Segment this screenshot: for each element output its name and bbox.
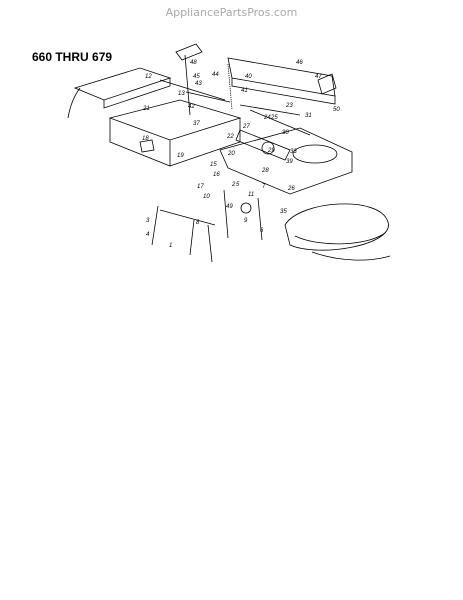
left-top-plate [73, 67, 172, 101]
part-label: 37 [193, 121, 200, 127]
model-range-title: 660 THRU 679 [32, 50, 113, 64]
part-label: 18 [142, 136, 149, 142]
rod-39 [239, 104, 301, 116]
part-label: 17 [197, 184, 204, 190]
watermark: AppliancePartsPros.com [165, 6, 298, 19]
part-label: 28 [261, 168, 269, 174]
part-label: 25 [270, 115, 278, 121]
part-label: 12 [145, 74, 152, 80]
steering-column [184, 54, 191, 116]
part-label: 11 [248, 192, 254, 198]
part-label: 44 [212, 72, 219, 78]
part-label: 19 [177, 153, 184, 159]
part-label: 30 [282, 130, 289, 136]
part-label: 29 [267, 148, 275, 154]
deck-cable [311, 251, 391, 261]
frame-opening [292, 144, 338, 164]
part-label: 48 [190, 60, 197, 66]
part-label: 45 [193, 74, 200, 80]
shift-lever [223, 189, 229, 239]
deck-belt [294, 231, 387, 245]
part-label: 13 [178, 91, 185, 97]
center-bracket [235, 129, 291, 161]
top-right-panel-edge [231, 78, 336, 105]
bracket-18 [139, 139, 155, 153]
part-label: 21 [142, 106, 150, 112]
part-label: 49 [226, 204, 233, 210]
part-label: 22 [226, 134, 234, 140]
part-label: 27 [242, 124, 250, 130]
part-label: 39 [286, 159, 293, 165]
brake-rod [159, 209, 216, 226]
part-label: 20 [227, 151, 235, 157]
part-label: 8 [196, 220, 200, 226]
part-label: 16 [213, 172, 220, 178]
left-plate-edge [103, 78, 171, 109]
dash-panel [108, 99, 242, 141]
part-label: 24 [263, 115, 271, 121]
part-label: 10 [203, 194, 210, 200]
part-label: 5 [236, 182, 240, 188]
steering-head [175, 43, 203, 61]
part-label: 47 [315, 74, 322, 80]
part-label: 4 [146, 232, 150, 238]
bracket-47 [317, 73, 337, 95]
part-label: 2 [231, 182, 236, 188]
rod-33 [249, 109, 311, 136]
part-label: 9 [244, 218, 248, 224]
part-label: 33 [290, 149, 297, 155]
part-label: 26 [287, 186, 295, 192]
rod-23 [185, 91, 231, 103]
part-label: 7 [262, 184, 266, 190]
part-label: 42 [188, 104, 195, 110]
part-label: 6 [260, 228, 264, 234]
left-cable [67, 87, 81, 119]
pedal-arm-left [151, 205, 159, 246]
part-label: 43 [195, 81, 202, 87]
pedal-arm-mid [189, 219, 195, 256]
pedal-arm-center [207, 224, 213, 263]
part-label: 46 [296, 60, 303, 66]
part-label: 15 [210, 162, 217, 168]
part-label: 31 [305, 113, 312, 119]
part-label: 3 [146, 218, 150, 224]
part-label: 41 [241, 88, 248, 94]
lever-7 [257, 197, 263, 241]
rod-45 [159, 79, 226, 101]
bushing [240, 202, 252, 214]
spring-40 [227, 63, 233, 111]
mower-deck [284, 203, 389, 251]
part-label: 23 [285, 103, 293, 109]
part-label: 1 [169, 243, 172, 249]
part-label: 35 [280, 209, 287, 215]
frame-body [219, 127, 353, 195]
dash-panel-side [109, 118, 171, 167]
part-label: 40 [245, 74, 252, 80]
pulley [261, 141, 275, 155]
part-label: 50 [333, 107, 340, 113]
